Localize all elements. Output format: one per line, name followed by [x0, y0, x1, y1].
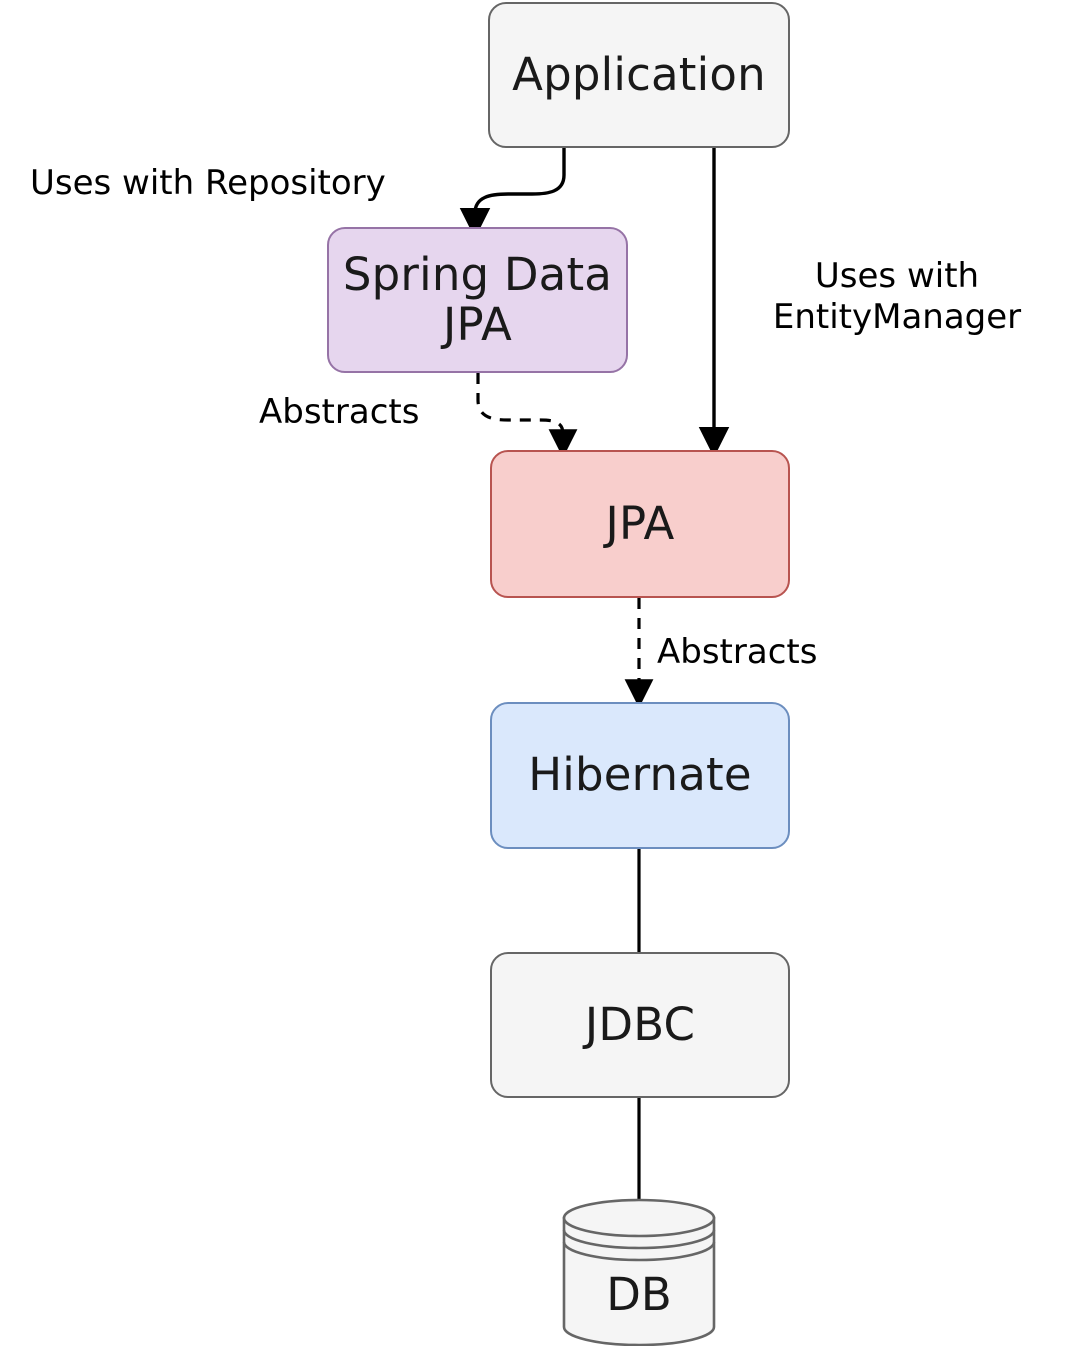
edge-label-abstracts-jpa-to-hibernate: Abstracts — [657, 632, 818, 672]
database-cylinder-icon — [562, 1198, 716, 1346]
node-jdbc-label: JDBC — [584, 997, 696, 1051]
node-db-label: DB — [606, 1268, 672, 1321]
node-jpa[interactable]: JPA — [490, 450, 790, 598]
node-spring-data-jpa-label: Spring Data JPA — [342, 247, 613, 351]
node-spring-data-jpa[interactable]: Spring Data JPA — [327, 227, 628, 373]
node-application-label: Application — [512, 47, 766, 101]
node-hibernate-label: Hibernate — [528, 748, 752, 802]
node-jdbc[interactable]: JDBC — [490, 952, 790, 1098]
edge-application-to-spring-data-jpa — [459, 146, 566, 239]
edge-label-uses-with-repository: Uses with Repository — [30, 163, 386, 203]
node-application[interactable]: Application — [488, 2, 790, 148]
edge-spring-data-jpa-to-jpa — [476, 373, 578, 458]
edge-label-uses-with-entitymanager: Uses with EntityManager — [772, 256, 1022, 338]
node-hibernate[interactable]: Hibernate — [490, 702, 790, 849]
node-jpa-label: JPA — [605, 496, 675, 550]
edge-label-abstracts-spring-to-jpa: Abstracts — [259, 392, 420, 432]
node-db[interactable]: DB — [561, 1196, 717, 1346]
